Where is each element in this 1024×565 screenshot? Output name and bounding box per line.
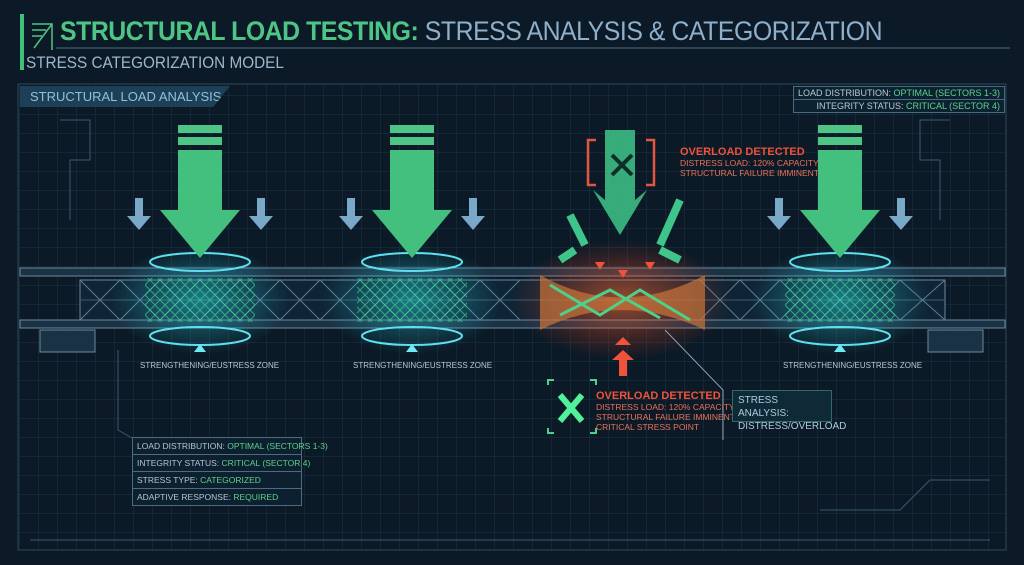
overload-zone (512, 130, 732, 440)
stress-analysis-line: STRESS ANALYSIS: (738, 395, 789, 419)
small-arrow-icon (767, 198, 791, 230)
page-subtitle: STRESS CATEGORIZATION MODEL (26, 53, 284, 72)
alert-line: DISTRESS LOAD: 120% CAPACITY (680, 158, 819, 168)
small-arrow-icon (889, 198, 913, 230)
eustress-zone (322, 125, 502, 355)
overload-arrow-icon (593, 130, 647, 235)
circuit-lines (30, 119, 990, 541)
load-arrow-icon (800, 125, 880, 258)
top-integrity-status: INTEGRITY STATUS: CRITICAL (SECTOR 4) (792, 100, 1005, 113)
zone-label-2: STRENGTHENING/EUSTRESS ZONE (353, 361, 493, 370)
top-load-distribution: LOAD DISTRIBUTION: OPTIMAL (SECTORS 1-3) (792, 86, 1005, 100)
stress-analysis-line: DISTRESS/OVERLOAD (738, 421, 847, 432)
table-row: STRESS TYPE: CATEGORIZED (133, 472, 301, 489)
x-check-icon (557, 393, 585, 423)
overload-alert-top: OVERLOAD DETECTED DISTRESS LOAD: 120% CA… (680, 146, 819, 178)
title-logo-icon (32, 23, 53, 50)
top-status-box: LOAD DISTRIBUTION: OPTIMAL (SECTORS 1-3)… (792, 86, 1005, 113)
small-arrow-icon (339, 198, 363, 230)
overload-alert-bottom: OVERLOAD DETECTED DISTRESS LOAD: 120% CA… (596, 390, 735, 432)
alert-line: STRUCTURAL FAILURE IMMINENT (680, 168, 820, 178)
load-arrow-icon (160, 125, 240, 258)
zone-label-1: STRENGTHENING/EUSTRESS ZONE (140, 361, 280, 370)
table-row: LOAD DISTRIBUTION: OPTIMAL (SECTORS 1-3) (133, 438, 328, 455)
table-row: INTEGRITY STATUS: CRITICAL (SECTOR 4) (133, 455, 310, 472)
eustress-zone (750, 125, 930, 355)
summary-table: LOAD DISTRIBUTION: OPTIMAL (SECTORS 1-3)… (132, 437, 328, 506)
title-accent: STRUCTURAL LOAD TESTING: (60, 16, 419, 46)
small-arrow-icon (127, 198, 151, 230)
x-mark-icon (610, 153, 634, 177)
stress-analysis-box: STRESS ANALYSIS: DISTRESS/OVERLOAD (732, 390, 846, 432)
alert-line: STRUCTURAL FAILURE IMMINENT (596, 412, 736, 422)
page-title: STRUCTURAL LOAD TESTING: STRESS ANALYSIS… (60, 16, 883, 47)
small-arrow-icon (461, 198, 485, 230)
alert-line: CRITICAL STRESS POINT (596, 422, 700, 432)
alert-line: DISTRESS LOAD: 120% CAPACITY (596, 402, 735, 412)
small-arrow-icon (249, 198, 273, 230)
title-accent-bar (20, 14, 24, 70)
up-arrow-icon (612, 350, 634, 360)
alert-heading: OVERLOAD DETECTED (680, 146, 805, 158)
eustress-zone (110, 125, 290, 355)
alert-bracket-icon (586, 138, 656, 187)
load-arrow-icon (372, 125, 452, 258)
title-rest: STRESS ANALYSIS & CATEGORIZATION (418, 16, 883, 46)
panel-tab[interactable]: STRUCTURAL LOAD ANALYSIS (20, 86, 230, 107)
alert-heading: OVERLOAD DETECTED (596, 390, 721, 402)
zone-label-3: STRENGTHENING/EUSTRESS ZONE (783, 361, 923, 370)
table-row: ADAPTIVE RESPONSE: REQUIRED (137, 492, 279, 502)
